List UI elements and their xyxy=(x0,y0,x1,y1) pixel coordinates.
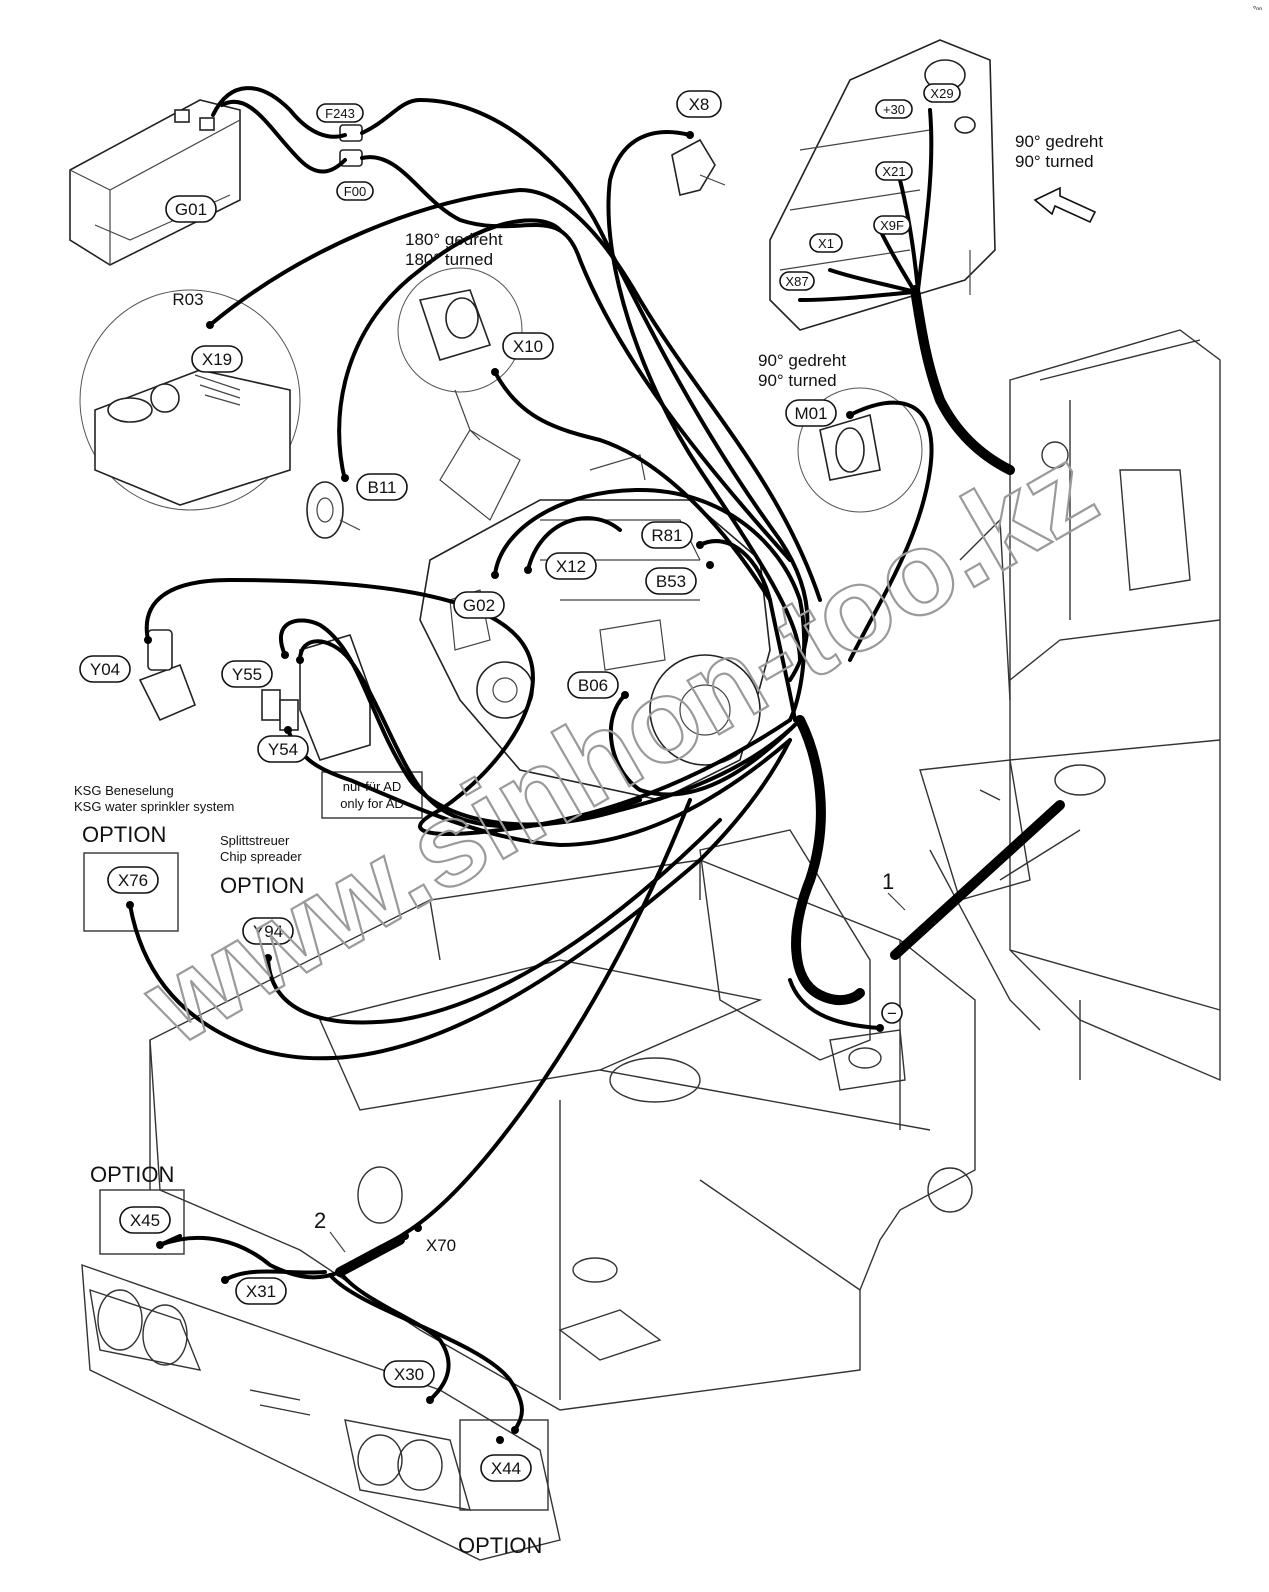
note-ad-en: only for AD xyxy=(340,796,404,811)
callout-leaders xyxy=(329,892,906,1253)
tag-f00-label: F00 xyxy=(344,184,366,199)
tag-b11: B11 xyxy=(356,473,408,501)
water-tank-detail xyxy=(79,289,301,511)
tag-x8-label: X8 xyxy=(689,95,710,114)
tag-x29-label: X29 xyxy=(930,86,953,101)
note-rot90a-en: 90° turned xyxy=(1015,152,1094,171)
tag-x10: X10 xyxy=(502,332,554,360)
note-rot90a-de: 90° gedreht xyxy=(1015,132,1103,151)
tag-x21-label: X21 xyxy=(882,164,905,179)
tag-y55-label: Y55 xyxy=(232,665,262,684)
tag-b11-label: B11 xyxy=(368,478,397,497)
ground-minus-label: − xyxy=(887,1004,897,1023)
tag-plus30-label: +30 xyxy=(883,102,905,117)
connector-dots xyxy=(126,131,884,1444)
note-rot180-de: 180° gedreht xyxy=(405,230,503,249)
tag-y94: Y94 xyxy=(242,917,294,945)
tag-x29: X29 xyxy=(923,83,961,103)
horn xyxy=(306,481,361,539)
tag-x31-label: X31 xyxy=(246,1282,276,1301)
tag-x9f: X9F xyxy=(873,215,911,235)
tag-b06-label: B06 xyxy=(578,676,608,695)
tag-g01: G01 xyxy=(165,195,217,223)
solenoid-valve-y04 xyxy=(138,629,197,722)
option-label-x45: OPTION xyxy=(90,1162,174,1187)
note-rot90b-en: 90° turned xyxy=(758,371,837,390)
tag-x10-label: X10 xyxy=(513,337,543,356)
x10-detail xyxy=(397,267,523,441)
tag-x70: X70 xyxy=(426,1236,456,1255)
tag-x30-label: X30 xyxy=(394,1365,424,1384)
wiring-harness xyxy=(128,86,1065,1432)
tag-m01: M01 xyxy=(785,399,837,427)
tag-x31: X31 xyxy=(235,1277,287,1305)
machine-frame xyxy=(81,329,1221,1561)
callout-2: 2 xyxy=(314,1208,326,1233)
tag-x45-label: X45 xyxy=(130,1211,160,1230)
tag-x12-label: X12 xyxy=(556,557,586,576)
option-label-x44: OPTION xyxy=(458,1533,542,1558)
note-rot180-en: 180° turned xyxy=(405,250,493,269)
tag-x12: X12 xyxy=(545,552,597,580)
tag-x1-label: X1 xyxy=(818,236,834,251)
fuse-box xyxy=(769,39,996,331)
annotations: 180° gedreht 180° turned 90° gedreht 90°… xyxy=(74,5,1262,1558)
tag-x19: X19 xyxy=(191,345,243,373)
tag-b53: B53 xyxy=(645,567,697,595)
tag-x9f-label: X9F xyxy=(880,218,904,233)
tag-y55: Y55 xyxy=(221,660,273,688)
tag-x21: X21 xyxy=(875,161,913,181)
ground-terminal: − xyxy=(881,1002,903,1024)
tag-r03-label: R03 xyxy=(172,290,203,309)
tag-x76: X76 xyxy=(107,866,159,894)
tag-r81: R81 xyxy=(641,521,693,549)
tag-x70-label: X70 xyxy=(426,1236,456,1255)
fuse-holders xyxy=(339,124,363,167)
battery xyxy=(69,99,241,266)
tag-y54: Y54 xyxy=(257,735,309,763)
tag-g02: G02 xyxy=(453,591,505,619)
x8-component xyxy=(671,138,726,196)
note-ksg-de: KSG Beneselung xyxy=(74,783,174,798)
tag-x87: X87 xyxy=(779,271,815,291)
note-rot90b-de: 90° gedreht xyxy=(758,351,846,370)
note-ksg-en: KSG water sprinkler system xyxy=(74,799,234,814)
tag-y94-label: Y94 xyxy=(253,922,283,941)
tag-x76-label: X76 xyxy=(118,871,148,890)
note-ad-de: nur für AD xyxy=(343,779,402,794)
note-chip-en: Chip spreader xyxy=(220,849,302,864)
tag-x44-label: X44 xyxy=(491,1459,521,1478)
connector-tags: F243 F00 G01 R03 X19 X10 B11 X8 xyxy=(79,83,961,1482)
option-label-ksg: OPTION xyxy=(82,822,166,847)
tag-y54-label: Y54 xyxy=(268,740,298,759)
tag-f00: F00 xyxy=(336,181,374,201)
tag-y04: Y04 xyxy=(79,655,131,683)
tag-m01-label: M01 xyxy=(794,404,827,423)
option-label-chip: OPTION xyxy=(220,873,304,898)
note-chip-de: Splittstreuer xyxy=(220,833,290,848)
tag-x30: X30 xyxy=(383,1360,435,1388)
tag-y04-label: Y04 xyxy=(90,660,120,679)
tag-plus30: +30 xyxy=(875,99,913,119)
tag-x44: X44 xyxy=(480,1454,532,1482)
tag-f243: F243 xyxy=(316,103,364,123)
tag-b06: B06 xyxy=(567,671,619,699)
tag-f243-label: F243 xyxy=(325,106,355,121)
callout-1: 1 xyxy=(882,869,894,894)
tag-b53-label: B53 xyxy=(656,572,686,591)
tag-x45: X45 xyxy=(119,1206,171,1234)
tag-x1: X1 xyxy=(809,233,843,253)
tag-g01-label: G01 xyxy=(175,200,207,219)
tag-g02-label: G02 xyxy=(463,596,495,615)
tag-x8: X8 xyxy=(676,90,722,118)
tag-x87-label: X87 xyxy=(785,274,808,289)
arrow-icon xyxy=(1033,186,1097,224)
tag-r81-label: R81 xyxy=(651,526,682,545)
corner-mark: °ⁿⁿ xyxy=(1253,5,1262,14)
tag-x19-label: X19 xyxy=(202,350,232,369)
tag-r03: R03 xyxy=(172,290,203,309)
